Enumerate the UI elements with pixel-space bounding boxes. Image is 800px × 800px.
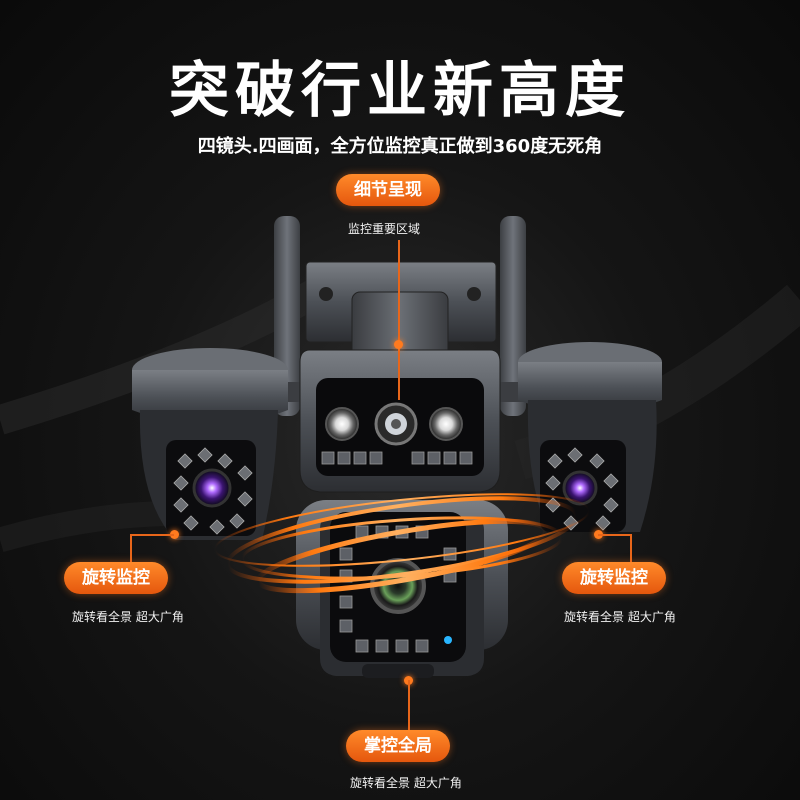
detail-connector bbox=[398, 240, 400, 400]
left-rotate-caption: 旋转看全景 超大广角 bbox=[72, 610, 184, 624]
right-rotate-caption: 旋转看全景 超大广角 bbox=[564, 610, 676, 624]
control-badge: 掌控全局 bbox=[346, 730, 450, 762]
right-rotate-badge: 旋转监控 bbox=[562, 562, 666, 594]
detail-caption: 监控重要区域 bbox=[348, 222, 421, 236]
page-title: 突破行业新高度 bbox=[169, 56, 631, 126]
left-connector-v bbox=[130, 534, 132, 566]
detail-dot bbox=[394, 340, 403, 349]
page-subtitle: 四镜头.四画面，全方位监控真正做到360度无死角 bbox=[197, 136, 603, 157]
left-dot bbox=[170, 530, 179, 539]
left-rotate-badge: 旋转监控 bbox=[64, 562, 168, 594]
detail-badge: 细节呈现 bbox=[336, 174, 440, 206]
left-connector-h bbox=[130, 534, 174, 536]
right-connector-v bbox=[630, 534, 632, 566]
right-connector-h bbox=[598, 534, 632, 536]
control-caption: 旋转看全景 超大广角 bbox=[350, 776, 462, 790]
bottom-connector bbox=[408, 680, 410, 732]
